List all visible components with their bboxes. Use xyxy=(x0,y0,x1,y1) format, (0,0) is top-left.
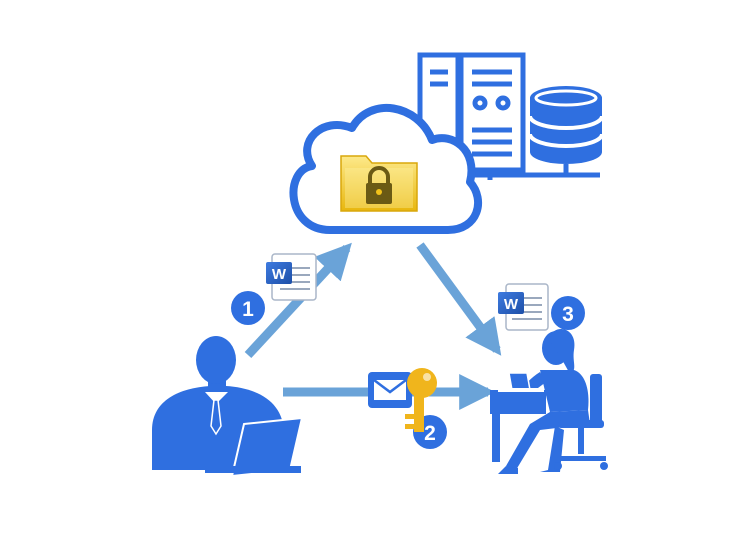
envelope-icon xyxy=(368,372,412,408)
word-letter: W xyxy=(272,266,287,283)
word-document-icon: W xyxy=(266,253,317,301)
laptop-icon xyxy=(205,416,304,478)
desk-icon xyxy=(490,390,546,462)
step-badge-1: 1 xyxy=(231,291,265,325)
step-number: 3 xyxy=(562,303,574,326)
word-document-icon: W xyxy=(498,283,549,331)
upload-arrow xyxy=(244,242,352,359)
database-icon xyxy=(528,86,604,175)
laptop-icon xyxy=(498,372,544,392)
step-badge-3: 3 xyxy=(551,296,585,330)
word-letter: W xyxy=(504,296,519,313)
key-icon xyxy=(405,368,437,432)
step-number: 2 xyxy=(424,422,436,445)
step-number: 1 xyxy=(242,298,254,321)
office-chair-icon xyxy=(554,374,608,470)
padlock-icon xyxy=(366,166,392,204)
download-arrow xyxy=(416,242,502,356)
